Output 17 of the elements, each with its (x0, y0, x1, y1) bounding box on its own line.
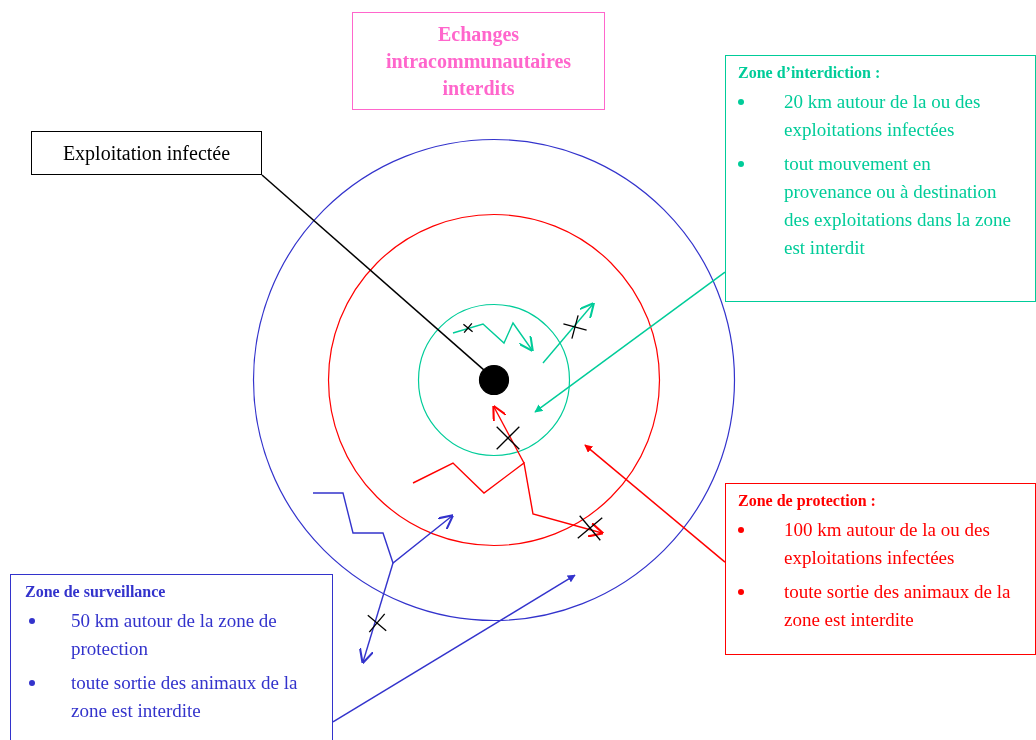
rule-text: toute sortie des animaux de la zone est interdite (71, 671, 299, 723)
label-text: Exploitation infectée (62, 141, 231, 165)
title-box (352, 12, 605, 110)
zone-heading: Zone de protection : (738, 492, 877, 510)
legend-card (725, 483, 1036, 655)
leader-line (261, 174, 485, 371)
arrow (332, 574, 576, 723)
legend-card (725, 55, 1036, 302)
rule-text: tout mouvement en provenance ou à destination des exploitations dans la zone est interdit (784, 152, 1012, 260)
legend-card (10, 574, 333, 740)
label-box (31, 131, 262, 175)
arrow (584, 444, 726, 563)
zone-heading: Zone de surveillance (25, 583, 167, 601)
title-text: Echanges intracommunautaires interdits (384, 21, 573, 101)
zone-heading: Zone d’interdiction : (738, 64, 882, 82)
rule-text: toute sortie des animaux de la zone est interdite (784, 580, 1012, 632)
arrow (534, 271, 726, 413)
